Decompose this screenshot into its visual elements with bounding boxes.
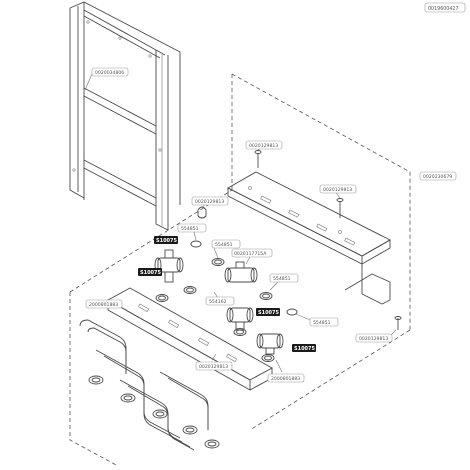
tag-valve-3-text: S10075 [258,310,280,316]
callout-pipe-right: 2000801883 [267,359,305,383]
mounting-frame [69,1,181,231]
pipe-assembly [79,319,220,451]
valve-1 [154,249,184,283]
diagram-code-box: 0019600427 [424,2,466,13]
callout-bracket: 0020230679 [419,171,457,181]
callout-screw-left: 0020129813 [195,353,233,371]
label-bracket: 0020230679 [423,174,452,180]
tag-valve-4-text: S10075 [294,346,316,352]
washer-group [155,240,298,362]
tag-valve-1: S10075 [154,236,178,244]
clip-center: 0020129813 [191,196,229,219]
label-frame: 0020034806 [95,70,124,76]
upper-bracket [227,171,391,305]
label-screw-right: 0020129813 [323,187,352,193]
callout-washer-c: 554851 [269,273,299,291]
callout-frame: 0020034806 [84,67,129,91]
label-screw-bottom-right: 0020129813 [359,336,388,342]
screw-bottom-right: 0020129813 [355,316,402,343]
tag-valve-2-text: S10075 [140,270,162,276]
tag-valve-4: S10075 [292,344,316,352]
tag-valve-1-text: S10075 [156,238,178,244]
callout-pipe-left: 2000801883 [85,299,123,309]
tag-valve-3: S10075 [256,308,280,316]
label-washer-a: 554851 [181,226,199,232]
valve-3 [226,307,254,331]
screw-top: 0020129813 [245,140,283,168]
label-washer-e: 554162 [209,299,227,305]
callout-washer-d: 554851 [295,313,339,327]
diagram-code: 0019600427 [428,6,459,12]
valve-2 [224,261,258,283]
callout-washer-e: 554162 [205,291,235,306]
callout-washer-a: 554851 [177,223,207,241]
label-screw-left: 0020129813 [199,364,228,370]
screw-right: 0020129813 [319,184,357,218]
assembly-boundary [69,73,411,467]
tag-valve-2: S10075 [138,268,162,276]
callout-valve-part: 0020117715A [231,248,273,265]
label-pipe-left: 2000801883 [89,302,118,308]
label-washer-d: 554851 [313,320,331,326]
label-valve-part: 0020117715A [234,251,267,257]
label-pipe-right: 2000801883 [271,376,300,382]
valve-4 [256,333,284,355]
callout-washer-b: 554851 [211,239,241,259]
label-washer-c: 554851 [273,276,291,282]
label-screw-top: 0020129813 [249,143,278,149]
label-clip-center: 0020129813 [195,199,224,205]
label-washer-b: 554851 [215,242,233,248]
lower-plate [107,287,273,391]
